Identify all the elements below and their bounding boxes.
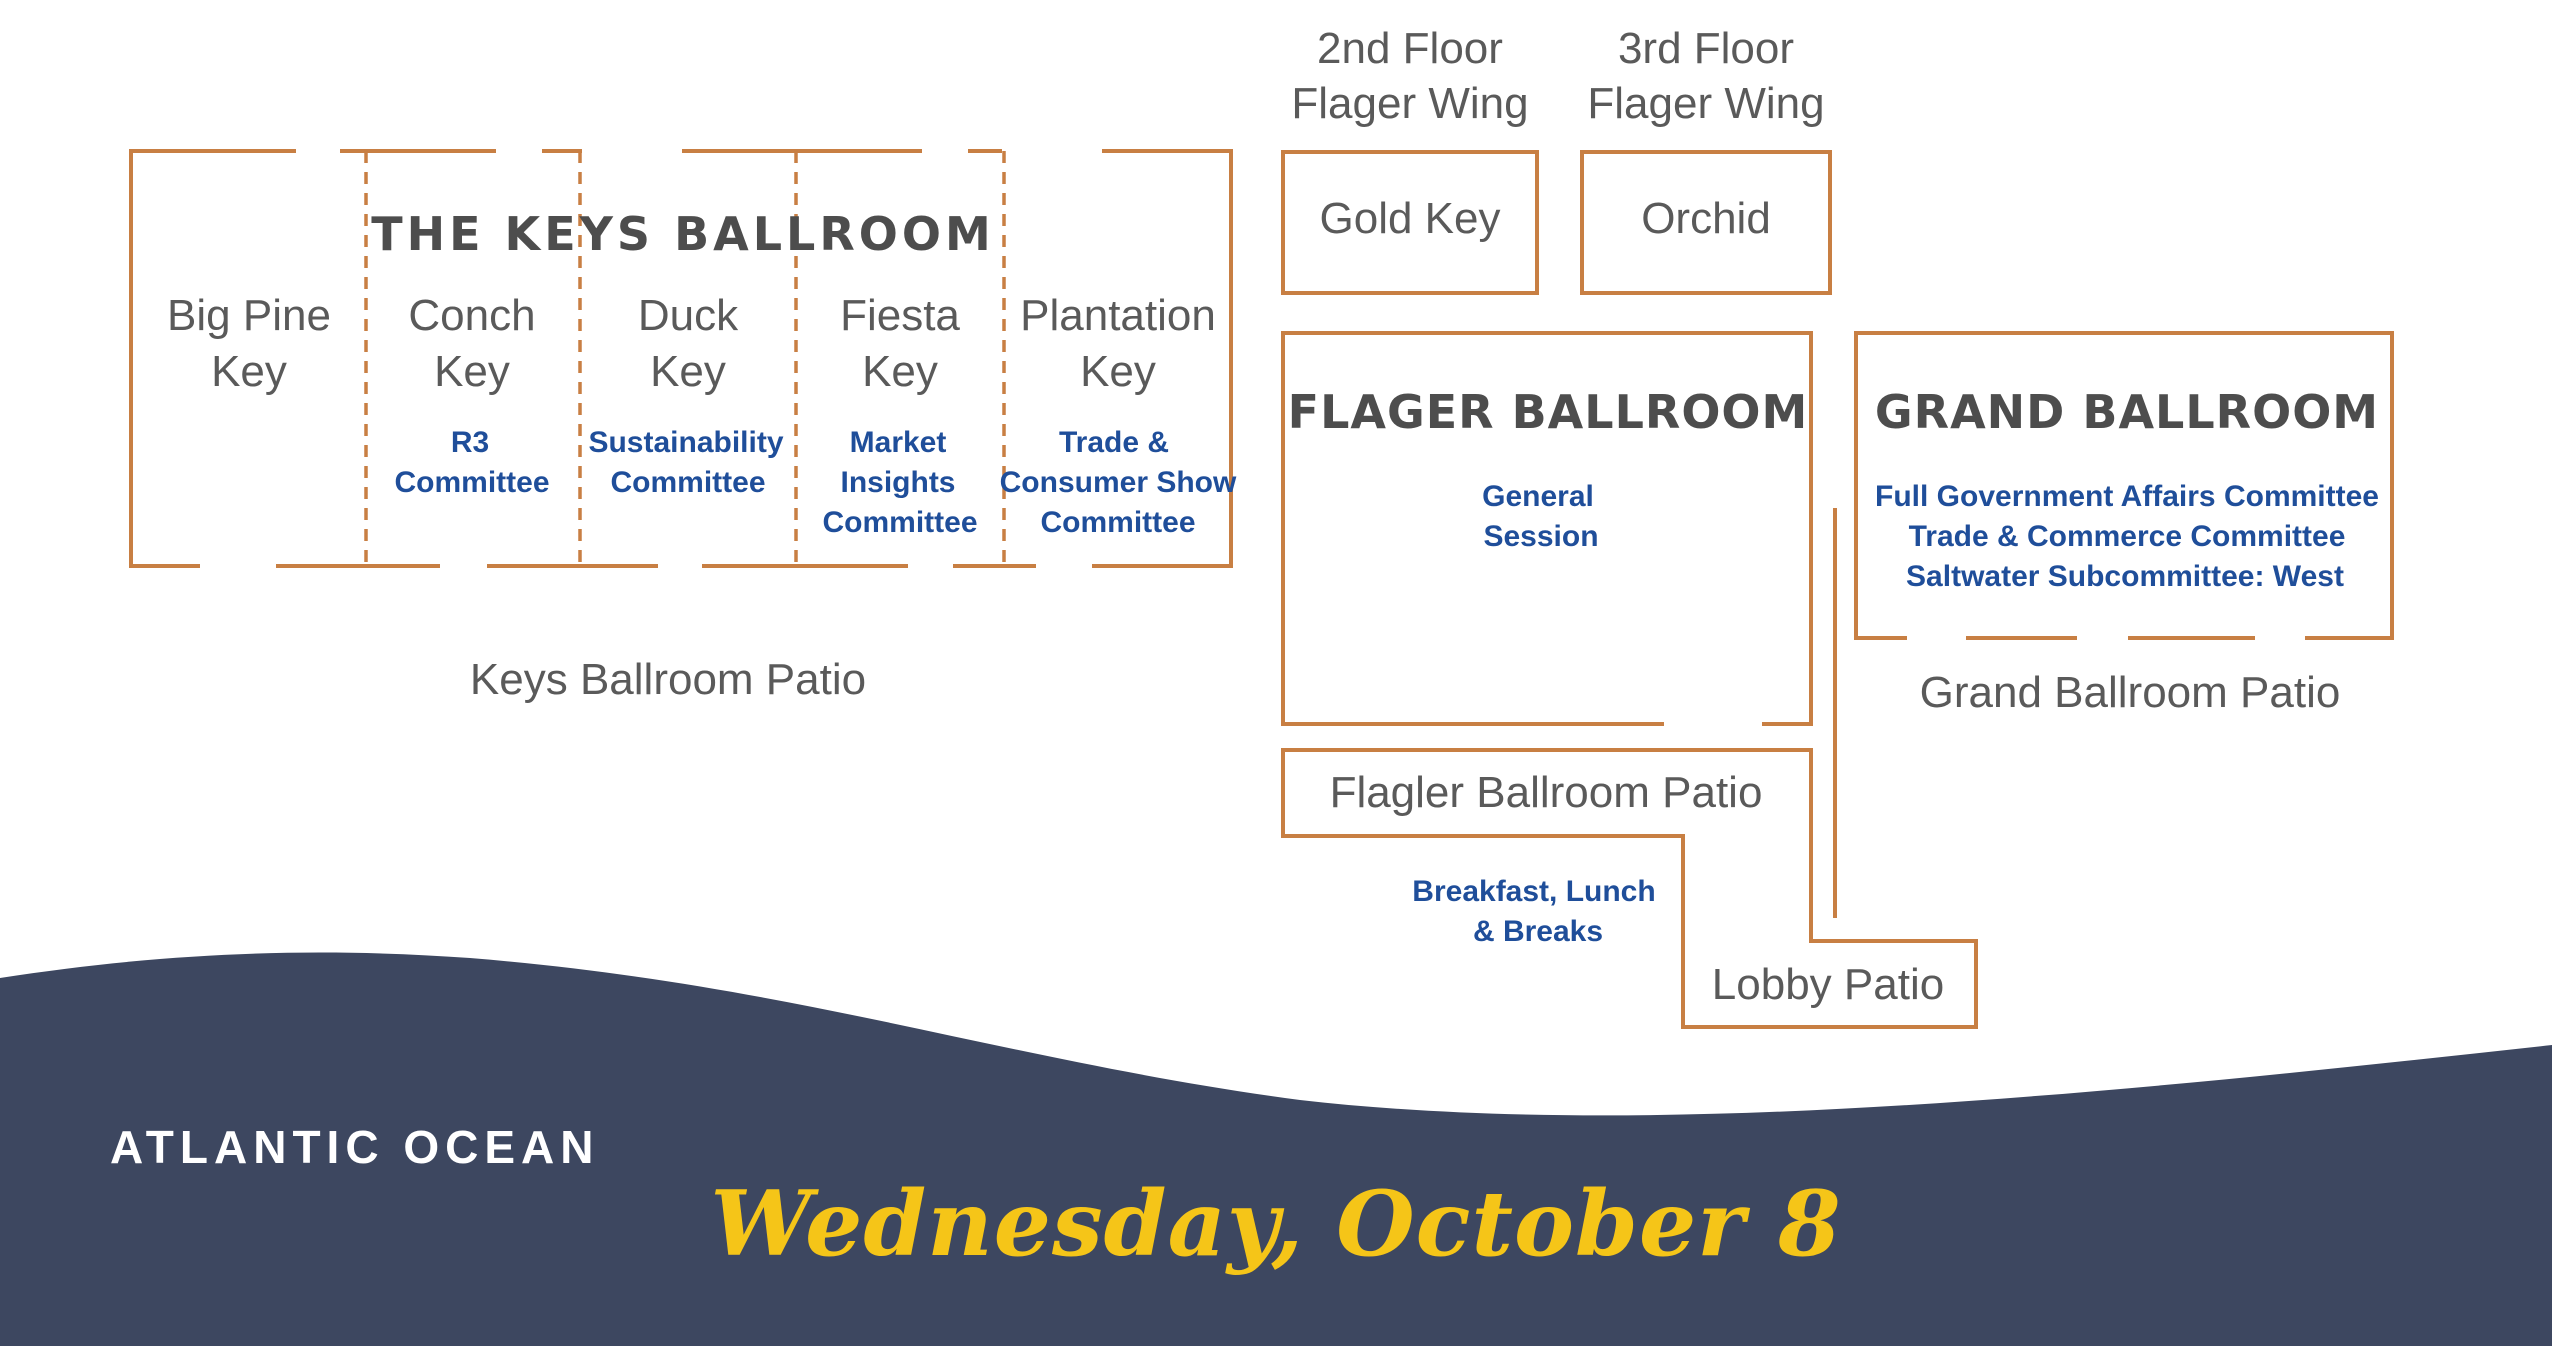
grand-ballroom-session-2: Trade & Commerce Committee (1909, 520, 2346, 553)
flager-ballroom-session-2: Session (1483, 520, 1598, 553)
keys-ballroom-title: THE KEYS BALLROOM (371, 207, 995, 261)
plantation-key-session-2: Consumer Show (1000, 466, 1237, 499)
plantation-key-label-2: Key (1080, 347, 1156, 396)
conch-key-session: R3 (451, 426, 489, 459)
flager-ballroom-session: General (1482, 480, 1594, 513)
big-pine-key-label: Big Pine (167, 291, 331, 340)
conch-key-label-2: Key (434, 347, 510, 396)
fiesta-key-session-2: Insights (840, 466, 955, 499)
lobby-patio-label: Lobby Patio (1712, 960, 1944, 1009)
duck-key-session: Sustainability (588, 426, 783, 459)
flagler-patio-session-2: & Breaks (1473, 915, 1603, 948)
grand-ballroom-title: GRAND BALLROOM (1875, 385, 2379, 439)
plantation-key-label: Plantation (1020, 291, 1216, 340)
second-floor-wing-label: Flager Wing (1291, 79, 1528, 128)
flagler-patio-walls (1281, 748, 1978, 1029)
keys-ballroom-patio-label: Keys Ballroom Patio (470, 655, 866, 704)
duck-key-session-2: Committee (610, 466, 765, 499)
flagler-ballroom-patio-label: Flagler Ballroom Patio (1330, 768, 1763, 817)
grand-ballroom-session-3: Saltwater Subcommittee: West (1906, 560, 2344, 593)
duck-key-label: Duck (638, 291, 739, 340)
keys-ballroom-walls (129, 149, 1233, 568)
fiesta-key-label: Fiesta (840, 291, 960, 340)
fiesta-key-label-2: Key (862, 347, 938, 396)
grand-ballroom-session: Full Government Affairs Committee (1875, 480, 2379, 513)
gold-key-label: Gold Key (1320, 194, 1501, 243)
grand-ballroom-patio-label: Grand Ballroom Patio (1920, 668, 2341, 717)
third-floor-wing-label: Flager Wing (1587, 79, 1824, 128)
orchid-label: Orchid (1641, 194, 1771, 243)
fiesta-key-session-3: Committee (822, 506, 977, 539)
fiesta-key-session: Market (850, 426, 947, 459)
duck-key-label-2: Key (650, 347, 726, 396)
conch-key-session-2: Committee (394, 466, 549, 499)
flagler-patio-session: Breakfast, Lunch (1412, 875, 1655, 908)
plantation-key-session: Trade & (1059, 426, 1169, 459)
third-floor-label: 3rd Floor (1618, 24, 1794, 73)
grand-ballroom-walls (1854, 331, 2394, 640)
ocean-area (0, 952, 2552, 1346)
conch-key-label: Conch (408, 291, 535, 340)
flager-ballroom-walls (1281, 331, 1813, 726)
orchid-room (1580, 150, 1832, 295)
gold-key-room (1281, 150, 1539, 295)
atlantic-ocean-label: ATLANTIC OCEAN (110, 1121, 599, 1173)
flager-ballroom-title: FLAGER BALLROOM (1288, 385, 1809, 439)
big-pine-key-label-2: Key (211, 347, 287, 396)
event-date: Wednesday, October 8 (710, 1171, 1841, 1277)
plantation-key-session-3: Committee (1040, 506, 1195, 539)
second-floor-label: 2nd Floor (1317, 24, 1503, 73)
